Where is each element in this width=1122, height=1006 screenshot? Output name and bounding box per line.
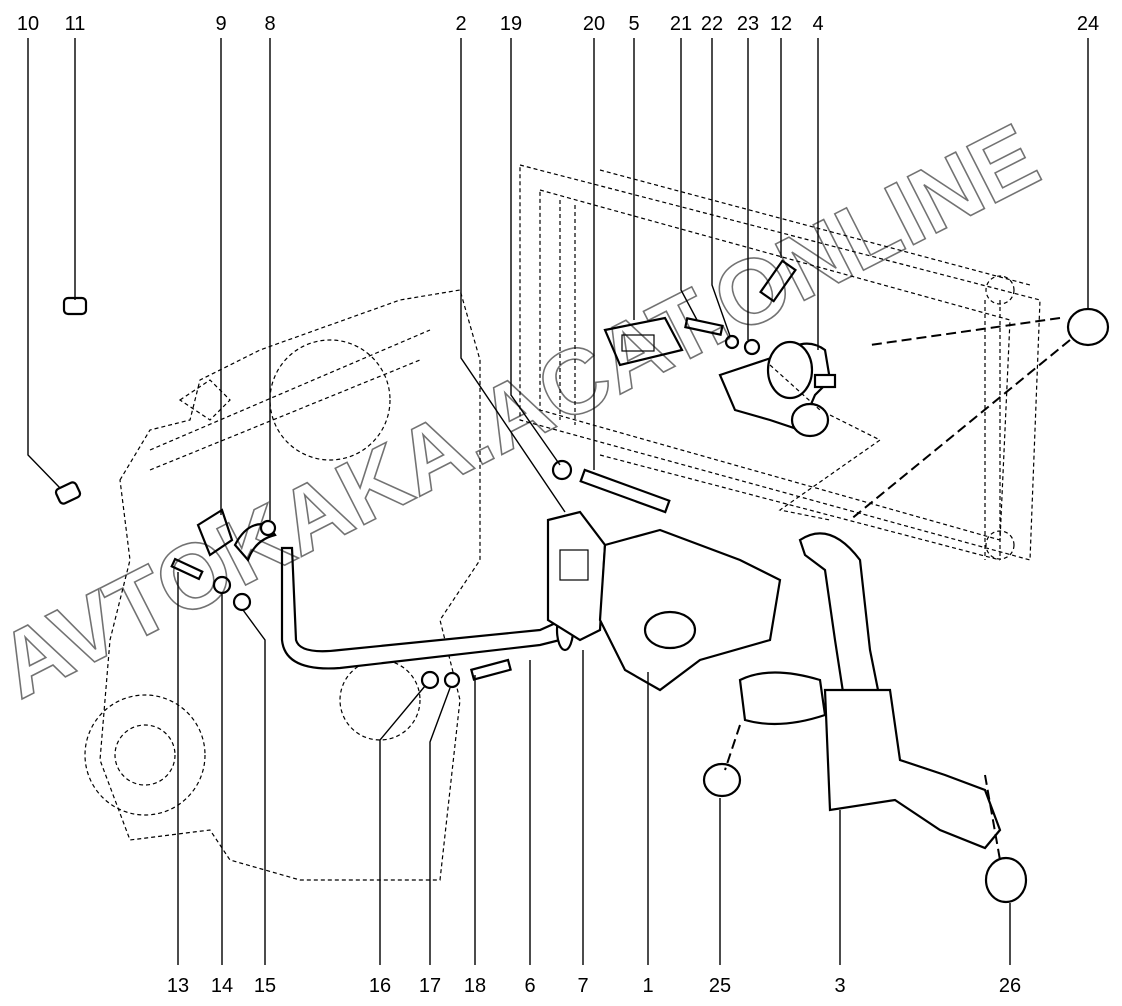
gasket-2 — [546, 510, 607, 642]
washer-19 — [551, 459, 573, 481]
callout-13: 13 — [167, 975, 189, 997]
callout-11: 11 — [65, 13, 86, 35]
callout-22: 22 — [701, 13, 723, 35]
sensor-12 — [759, 259, 797, 303]
engine — [84, 289, 481, 881]
clamp-24 — [1066, 307, 1110, 347]
callout-24: 24 — [1077, 13, 1099, 35]
bolt-20 — [579, 468, 671, 514]
callout-21: 21 — [670, 13, 692, 35]
pipe-6 — [280, 546, 562, 670]
callout-5: 5 — [628, 13, 639, 35]
leader-lines — [27, 38, 1089, 965]
hose-3-upper — [798, 532, 882, 707]
callout-10: 10 — [17, 13, 39, 35]
callout-7: 7 — [577, 975, 588, 997]
radiator — [519, 164, 1041, 561]
callouts-bottom: 13 14 15 16 17 18 6 7 1 25 3 26 — [167, 975, 1021, 997]
callout-18: 18 — [464, 975, 486, 997]
callout-16: 16 — [369, 975, 391, 997]
callout-25: 25 — [709, 975, 731, 997]
clamp-26 — [984, 856, 1028, 904]
plug-11 — [62, 296, 88, 316]
callout-4: 4 — [812, 13, 823, 35]
hose-3-lower — [823, 688, 1002, 850]
callout-12: 12 — [770, 13, 792, 35]
callout-9: 9 — [215, 13, 226, 35]
callout-1: 1 — [642, 975, 653, 997]
callout-8: 8 — [264, 13, 275, 35]
nut-15 — [232, 592, 252, 612]
callout-6: 6 — [524, 975, 535, 997]
gasket-9 — [196, 508, 234, 557]
assembly-lines — [724, 317, 1071, 861]
gasket-5 — [603, 316, 684, 367]
callout-20: 20 — [583, 13, 605, 35]
stud-21 — [684, 317, 724, 336]
washer-22 — [724, 334, 740, 350]
callout-19: 19 — [500, 13, 522, 35]
stud-13 — [170, 557, 204, 581]
callout-14: 14 — [211, 975, 233, 997]
callouts-top: 10 11 9 8 2 19 20 5 21 22 23 12 4 24 — [17, 13, 1099, 35]
watermark: AVTOKAKA.ACAT.ONLINE — [0, 105, 1054, 718]
callout-15: 15 — [254, 975, 276, 997]
callout-17: 17 — [419, 975, 441, 997]
callout-26: 26 — [999, 975, 1021, 997]
callout-3: 3 — [834, 975, 845, 997]
nut-16 — [420, 670, 440, 690]
parts — [54, 259, 1110, 904]
clamp-25 — [702, 762, 742, 798]
hose-bypass — [738, 671, 827, 726]
nut-23 — [743, 338, 761, 356]
stud-18 — [469, 658, 512, 681]
callout-2: 2 — [455, 13, 466, 35]
plug-10 — [54, 481, 82, 505]
washer-17 — [443, 671, 461, 689]
callout-23: 23 — [737, 13, 759, 35]
water-pump-1 — [598, 528, 782, 692]
